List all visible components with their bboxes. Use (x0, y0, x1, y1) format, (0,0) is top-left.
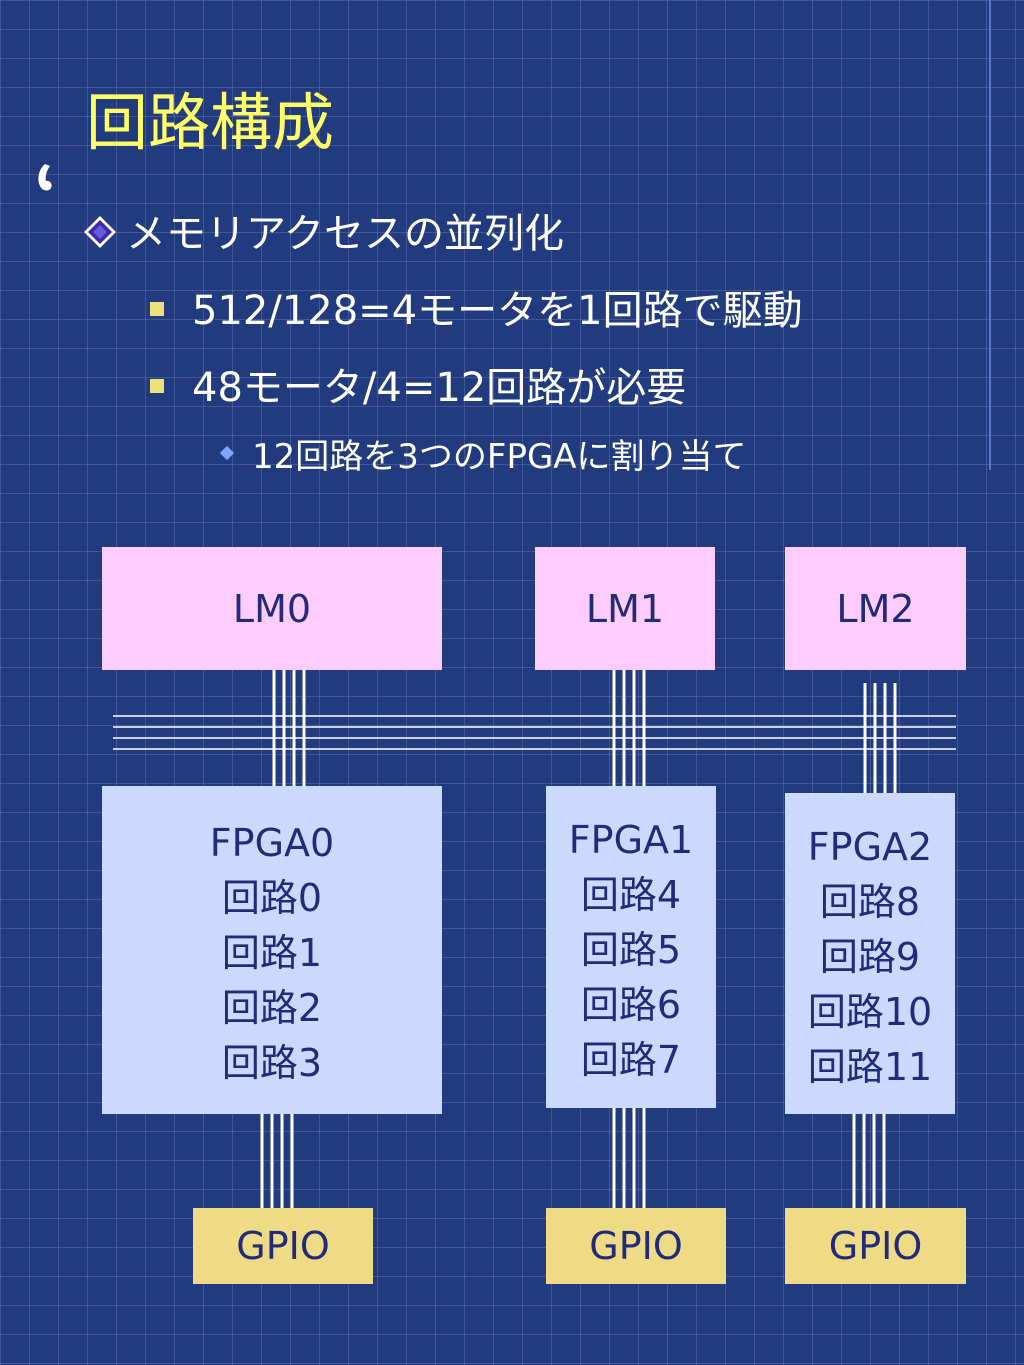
quote-logo-icon (38, 164, 52, 191)
bullet-level2-item: 512/128=4モータを1回路で駆動 (150, 285, 803, 337)
fpga-name: FPGA1 (568, 818, 694, 862)
bullet-level2-item: 48モータ/4=12回路が必要 (150, 362, 686, 414)
circuit-label: 回路6 (580, 983, 682, 1027)
fpga1-box: FPGA1 回路4 回路5 回路6 回路7 (546, 786, 716, 1108)
lm1-box: LM1 (535, 547, 715, 670)
circuit-label: 回路4 (580, 873, 682, 917)
circuit-label: 回路1 (221, 931, 323, 975)
circuit-label: 回路2 (221, 986, 323, 1030)
circuit-label: 回路3 (221, 1041, 323, 1085)
bullet-level1-text: メモリアクセスの並列化 (126, 211, 564, 257)
circuit-label: 回路7 (580, 1038, 682, 1082)
square-bullet-icon (150, 302, 164, 316)
lm2-box: LM2 (785, 547, 966, 670)
diamond-bullet-icon (84, 216, 116, 248)
circuit-label: 回路5 (580, 928, 682, 972)
vertical-rule (989, 0, 991, 470)
circuit-label: 回路10 (807, 990, 933, 1034)
circuit-label: 回路11 (807, 1045, 933, 1089)
fpga-name: FPGA0 (209, 821, 335, 865)
bullet-level1: メモリアクセスの並列化 (82, 208, 564, 260)
gpio0-box: GPIO (193, 1208, 373, 1284)
circuit-label: 回路9 (819, 935, 921, 979)
circuit-label: 回路8 (819, 880, 921, 924)
circuit-label: 回路0 (221, 876, 323, 920)
fpga2-box: FPGA2 回路8 回路9 回路10 回路11 (785, 793, 955, 1114)
gpio1-box: GPIO (546, 1208, 726, 1284)
fpga0-box: FPGA0 回路0 回路1 回路2 回路3 (102, 786, 442, 1114)
bullet-level3: 12回路を3つのFPGAに割り当て (219, 435, 747, 479)
gpio2-box: GPIO (785, 1208, 966, 1284)
slide-title: 回路構成 (86, 86, 335, 159)
bullet-level3-text: 12回路を3つのFPGAに割り当て (252, 437, 747, 477)
bullet-level2-text: 48モータ/4=12回路が必要 (192, 365, 687, 411)
fpga-name: FPGA2 (807, 825, 933, 869)
square-bullet-icon (150, 379, 164, 393)
lm0-box: LM0 (102, 547, 442, 670)
bullet-level2-text: 512/128=4モータを1回路で駆動 (192, 288, 803, 334)
